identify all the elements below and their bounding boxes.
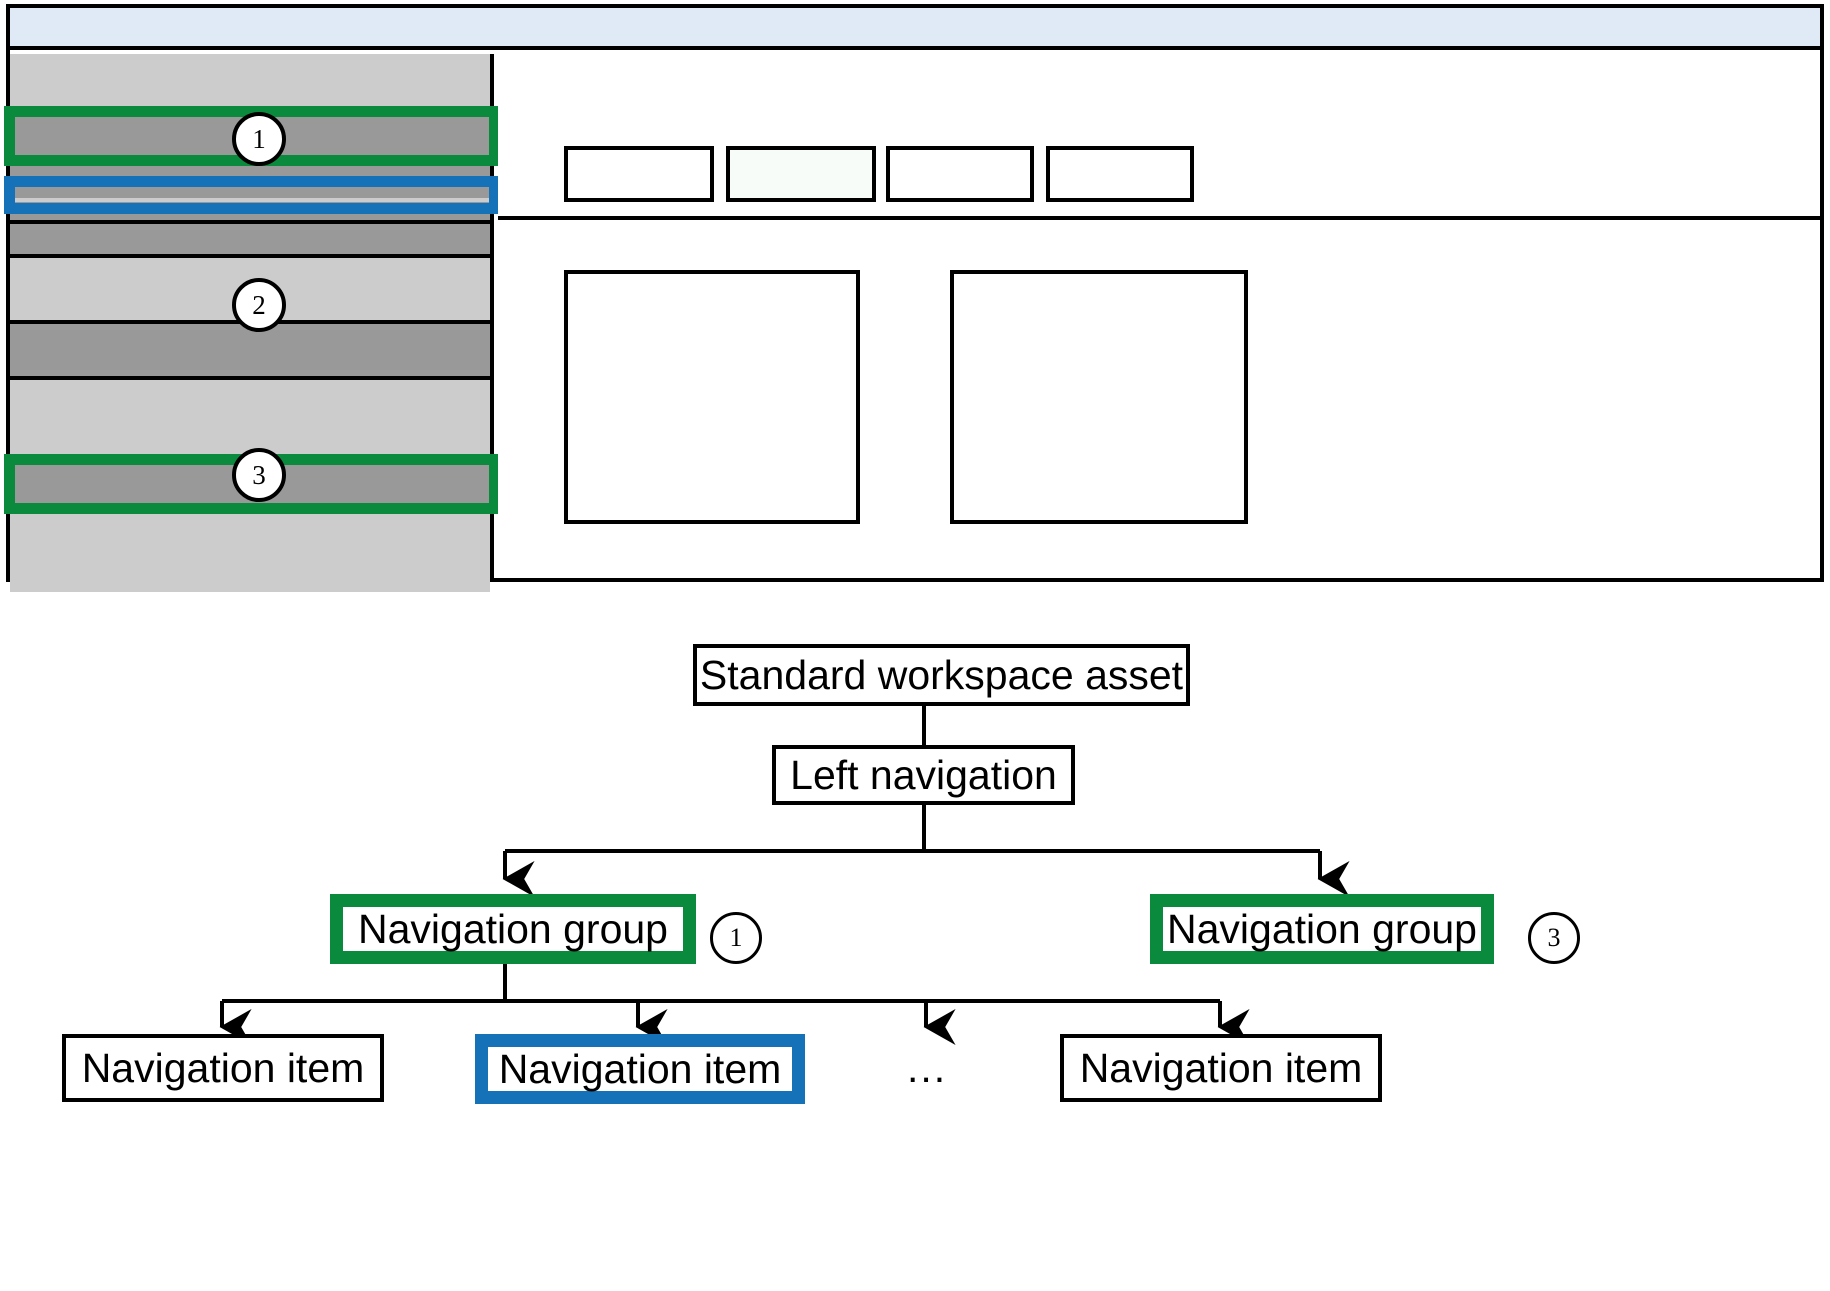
content-card-right[interactable] <box>950 270 1248 524</box>
tree-connector-lines <box>219 706 1350 1045</box>
main-content-area <box>498 54 1820 578</box>
callout-badge-1: 1 <box>232 112 286 166</box>
toolbar-box-2[interactable] <box>726 146 876 202</box>
workspace-wireframe-mockup: 1 2 3 <box>4 4 1824 592</box>
sidebar-divider-2 <box>10 254 490 258</box>
tree-ellipsis: ... <box>907 1045 948 1091</box>
tree-node-root[interactable]: Standard workspace asset <box>693 644 1190 706</box>
application-header-bar <box>10 8 1820 50</box>
navigation-hierarchy-tree: Standard workspace asset Left navigation… <box>0 583 1830 1291</box>
sidebar-group-header-a <box>10 54 490 110</box>
sidebar-nav-item-c[interactable] <box>10 224 490 254</box>
tree-node-navigation-group-1[interactable]: Navigation group <box>330 894 696 964</box>
sidebar-group-body-b <box>10 380 490 460</box>
tree-callout-badge-1: 1 <box>710 912 762 964</box>
highlight-outline-selected-item <box>4 176 500 214</box>
callout-badge-3: 3 <box>232 448 286 502</box>
content-card-left[interactable] <box>564 270 860 524</box>
tree-node-left-navigation[interactable]: Left navigation <box>772 745 1075 805</box>
sidebar-divider-1 <box>10 220 490 224</box>
toolbar-box-1[interactable] <box>564 146 714 202</box>
tree-node-navigation-group-3[interactable]: Navigation group <box>1150 894 1494 964</box>
content-toolbar <box>498 54 1820 220</box>
toolbar-box-4[interactable] <box>1046 146 1194 202</box>
sidebar-group-footer <box>10 506 490 592</box>
tree-node-navigation-item-selected[interactable]: Navigation item <box>475 1034 805 1104</box>
tree-callout-badge-3: 3 <box>1528 912 1580 964</box>
tree-node-navigation-item-1[interactable]: Navigation item <box>62 1034 384 1102</box>
sidebar-divider-4 <box>10 376 490 380</box>
callout-badge-2: 2 <box>232 278 286 332</box>
toolbar-box-3[interactable] <box>886 146 1034 202</box>
sidebar-nav-group-2[interactable] <box>10 324 490 376</box>
tree-node-navigation-item-last[interactable]: Navigation item <box>1060 1034 1382 1102</box>
sidebar-nav-item-a[interactable] <box>10 164 490 178</box>
